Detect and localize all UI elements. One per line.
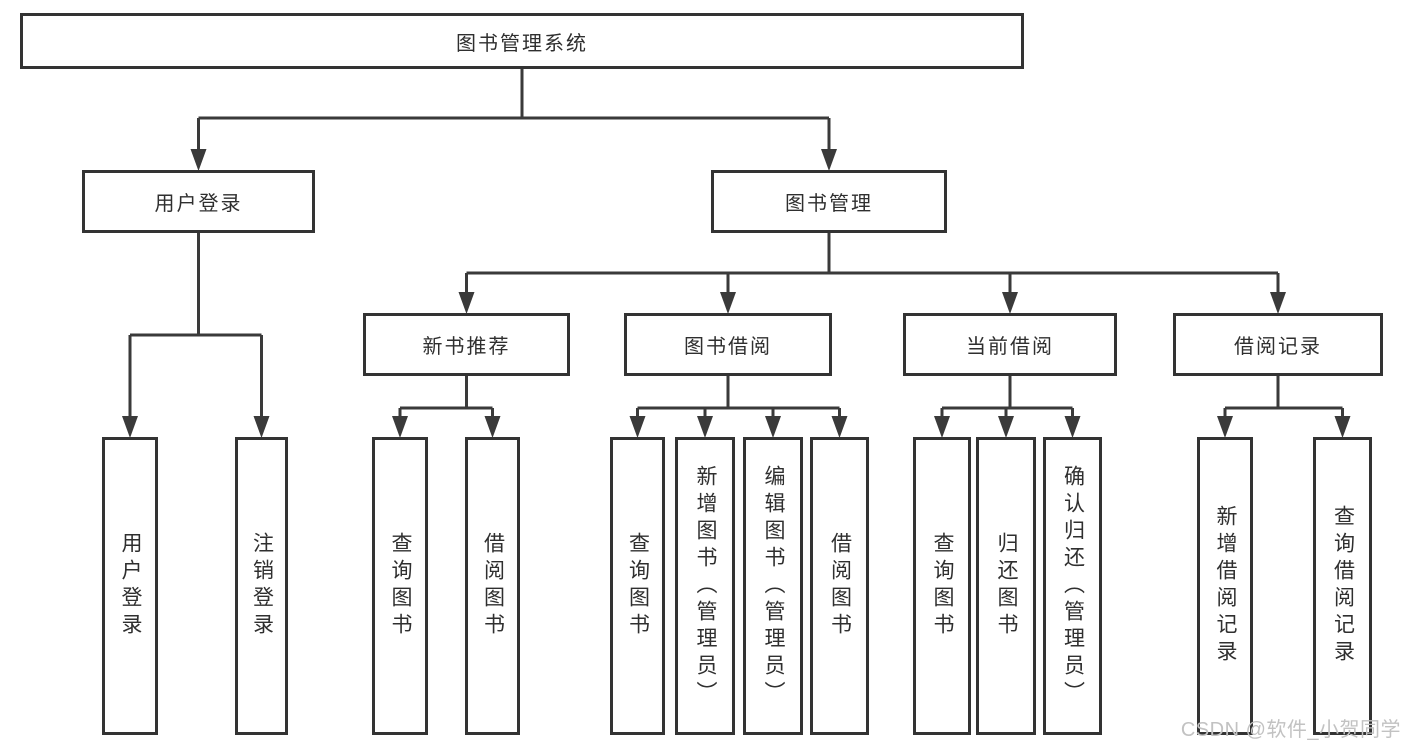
node-borrow-add: 新增图书（管理员）: [675, 437, 735, 735]
node-new-book-rec: 新书推荐: [363, 313, 570, 376]
connector-newbook-borrow-arrowhead: [484, 416, 501, 438]
connector-current-confirm-arrowhead: [1064, 416, 1081, 438]
watermark: CSDN @软件_小贺同学: [1180, 719, 1401, 741]
node-records-query: 查询借阅记录: [1313, 437, 1372, 735]
connector-borrow-edit-arrowhead: [765, 416, 781, 438]
node-current-query: 查询图书: [913, 437, 971, 735]
connector-current-borrow-arrowhead: [1002, 292, 1018, 314]
node-borrow-edit: 编辑图书（管理员）: [743, 437, 803, 735]
connector-user-login-item-arrowhead: [122, 416, 138, 438]
connector-borrow-borrow-arrowhead: [831, 416, 848, 438]
node-newbook-query: 查询图书: [372, 437, 428, 735]
node-current-confirm: 确认归还（管理员）: [1043, 437, 1102, 735]
node-borrow-borrow: 借阅图书: [810, 437, 869, 735]
node-user-login-item: 用户登录: [102, 437, 158, 735]
connector-logout-item-arrowhead: [253, 416, 270, 438]
node-borrow-query: 查询图书: [610, 437, 665, 735]
node-borrow-records: 借阅记录: [1173, 313, 1383, 376]
node-user-login: 用户登录: [82, 170, 315, 233]
connector-records-add-arrowhead: [1217, 416, 1233, 438]
connector-borrow-add-arrowhead: [697, 416, 713, 438]
connector-book-borrow-arrowhead: [720, 292, 736, 314]
connector-records-query-arrowhead: [1334, 416, 1351, 438]
node-current-borrow: 当前借阅: [903, 313, 1117, 376]
connector-current-query-arrowhead: [934, 416, 950, 438]
connector-new-book-rec-arrowhead: [458, 292, 475, 314]
connector-newbook-query-arrowhead: [392, 416, 408, 438]
node-logout-item: 注销登录: [235, 437, 288, 735]
connector-book-mgmt-arrowhead: [821, 149, 837, 171]
node-newbook-borrow: 借阅图书: [465, 437, 520, 735]
connector-borrow-query-arrowhead: [629, 416, 646, 438]
node-book-borrow: 图书借阅: [624, 313, 832, 376]
node-current-return: 归还图书: [976, 437, 1036, 735]
connector-borrow-records-arrowhead: [1270, 292, 1286, 314]
connector-current-return-arrowhead: [998, 416, 1014, 438]
node-records-add: 新增借阅记录: [1197, 437, 1253, 735]
connector-user-login-arrowhead: [190, 149, 207, 171]
node-book-mgmt: 图书管理: [711, 170, 947, 233]
node-root: 图书管理系统: [20, 13, 1024, 69]
